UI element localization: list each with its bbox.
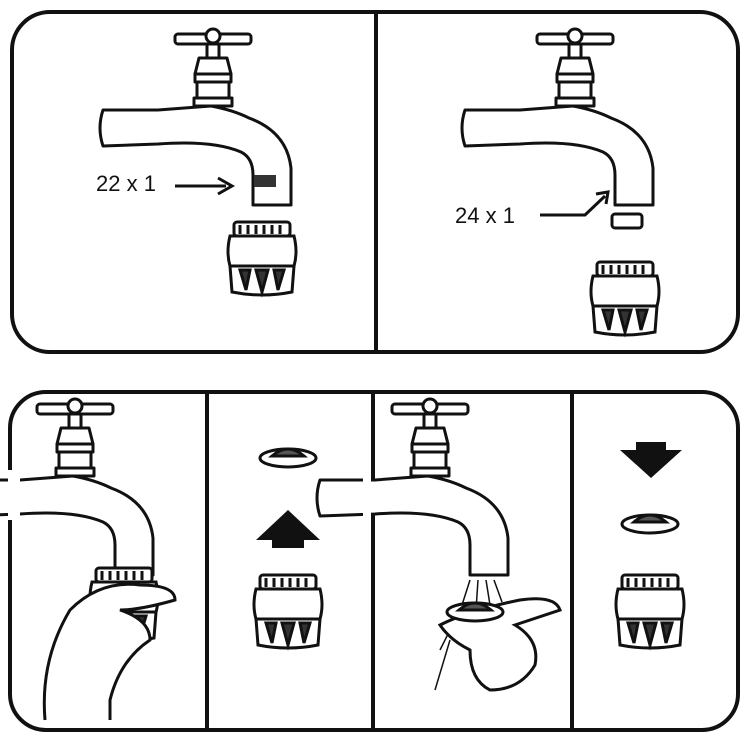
aerator-step2 [589, 260, 661, 337]
arrow-22 [175, 176, 236, 196]
aerator-step1 [226, 220, 298, 297]
filter-rinse [445, 601, 505, 623]
down-arrow [620, 442, 682, 478]
thread-22 [254, 175, 276, 187]
hand-step3 [42, 582, 177, 721]
filter-step4 [258, 447, 318, 469]
thread-size-label-22: 22 x 1 [96, 171, 156, 196]
aerator-step6 [614, 573, 686, 650]
faucet-step5 [315, 397, 510, 577]
adapter-24 [610, 212, 644, 230]
arrow-24 [540, 190, 610, 217]
aerator-step4 [252, 573, 324, 650]
faucet-step2 [460, 27, 655, 207]
thread-size-label-24: 24 x 1 [455, 203, 515, 228]
filter-step6 [620, 513, 680, 535]
faucet-step3 [0, 399, 153, 575]
up-arrow [256, 510, 320, 548]
